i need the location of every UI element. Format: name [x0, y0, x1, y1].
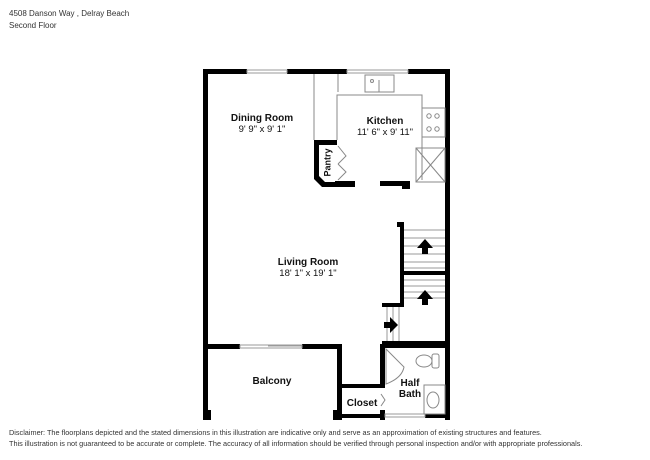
room-name: Balcony: [252, 376, 292, 387]
disclaimer-line-2: This illustration is not guaranteed to b…: [9, 439, 583, 448]
room-name: Living Room: [277, 257, 339, 268]
windows: [239, 69, 426, 418]
bath-sink-icon: [423, 384, 446, 415]
sink-icon: [364, 74, 395, 93]
pantry-walls: [314, 140, 410, 189]
bath-door: [385, 347, 405, 385]
stairs-up-arrow-icon: [384, 239, 433, 333]
room-name-line1: Half: [400, 378, 420, 389]
room-dimensions: 9' 9" x 9' 1": [238, 124, 286, 135]
room-pantry: Pantry: [323, 143, 334, 183]
room-dimensions: 11' 6" x 9' 11": [357, 127, 413, 138]
room-name: Kitchen: [366, 116, 404, 127]
room-living: Living Room 18' 1" x 19' 1": [263, 257, 353, 279]
exterior-walls: [203, 69, 450, 420]
room-closet: Closet: [341, 398, 383, 409]
disclaimer-line-1: Disclaimer: The floorplans depicted and …: [9, 428, 542, 437]
toilet-icon: [415, 353, 440, 369]
room-dining: Dining Room 9' 9" x 9' 1": [222, 113, 302, 135]
room-name: Closet: [346, 398, 378, 409]
room-kitchen: Kitchen 11' 6" x 9' 11": [345, 116, 425, 138]
room-balcony: Balcony: [240, 376, 304, 387]
room-dimensions: 18' 1" x 19' 1": [279, 268, 337, 279]
closet-door: [380, 393, 386, 407]
address-line: 4508 Danson Way , Delray Beach: [9, 9, 130, 18]
room-name: Dining Room: [230, 113, 294, 124]
pantry-doors: [337, 145, 347, 181]
room-name-line2: Bath: [398, 389, 422, 400]
refrigerator-icon: [415, 147, 446, 183]
room-half-bath: Half Bath: [393, 378, 427, 400]
room-name: Pantry: [322, 148, 333, 177]
floor-label: Second Floor: [9, 21, 57, 30]
stair-walls: [382, 222, 445, 345]
stove-icon: [421, 107, 446, 138]
